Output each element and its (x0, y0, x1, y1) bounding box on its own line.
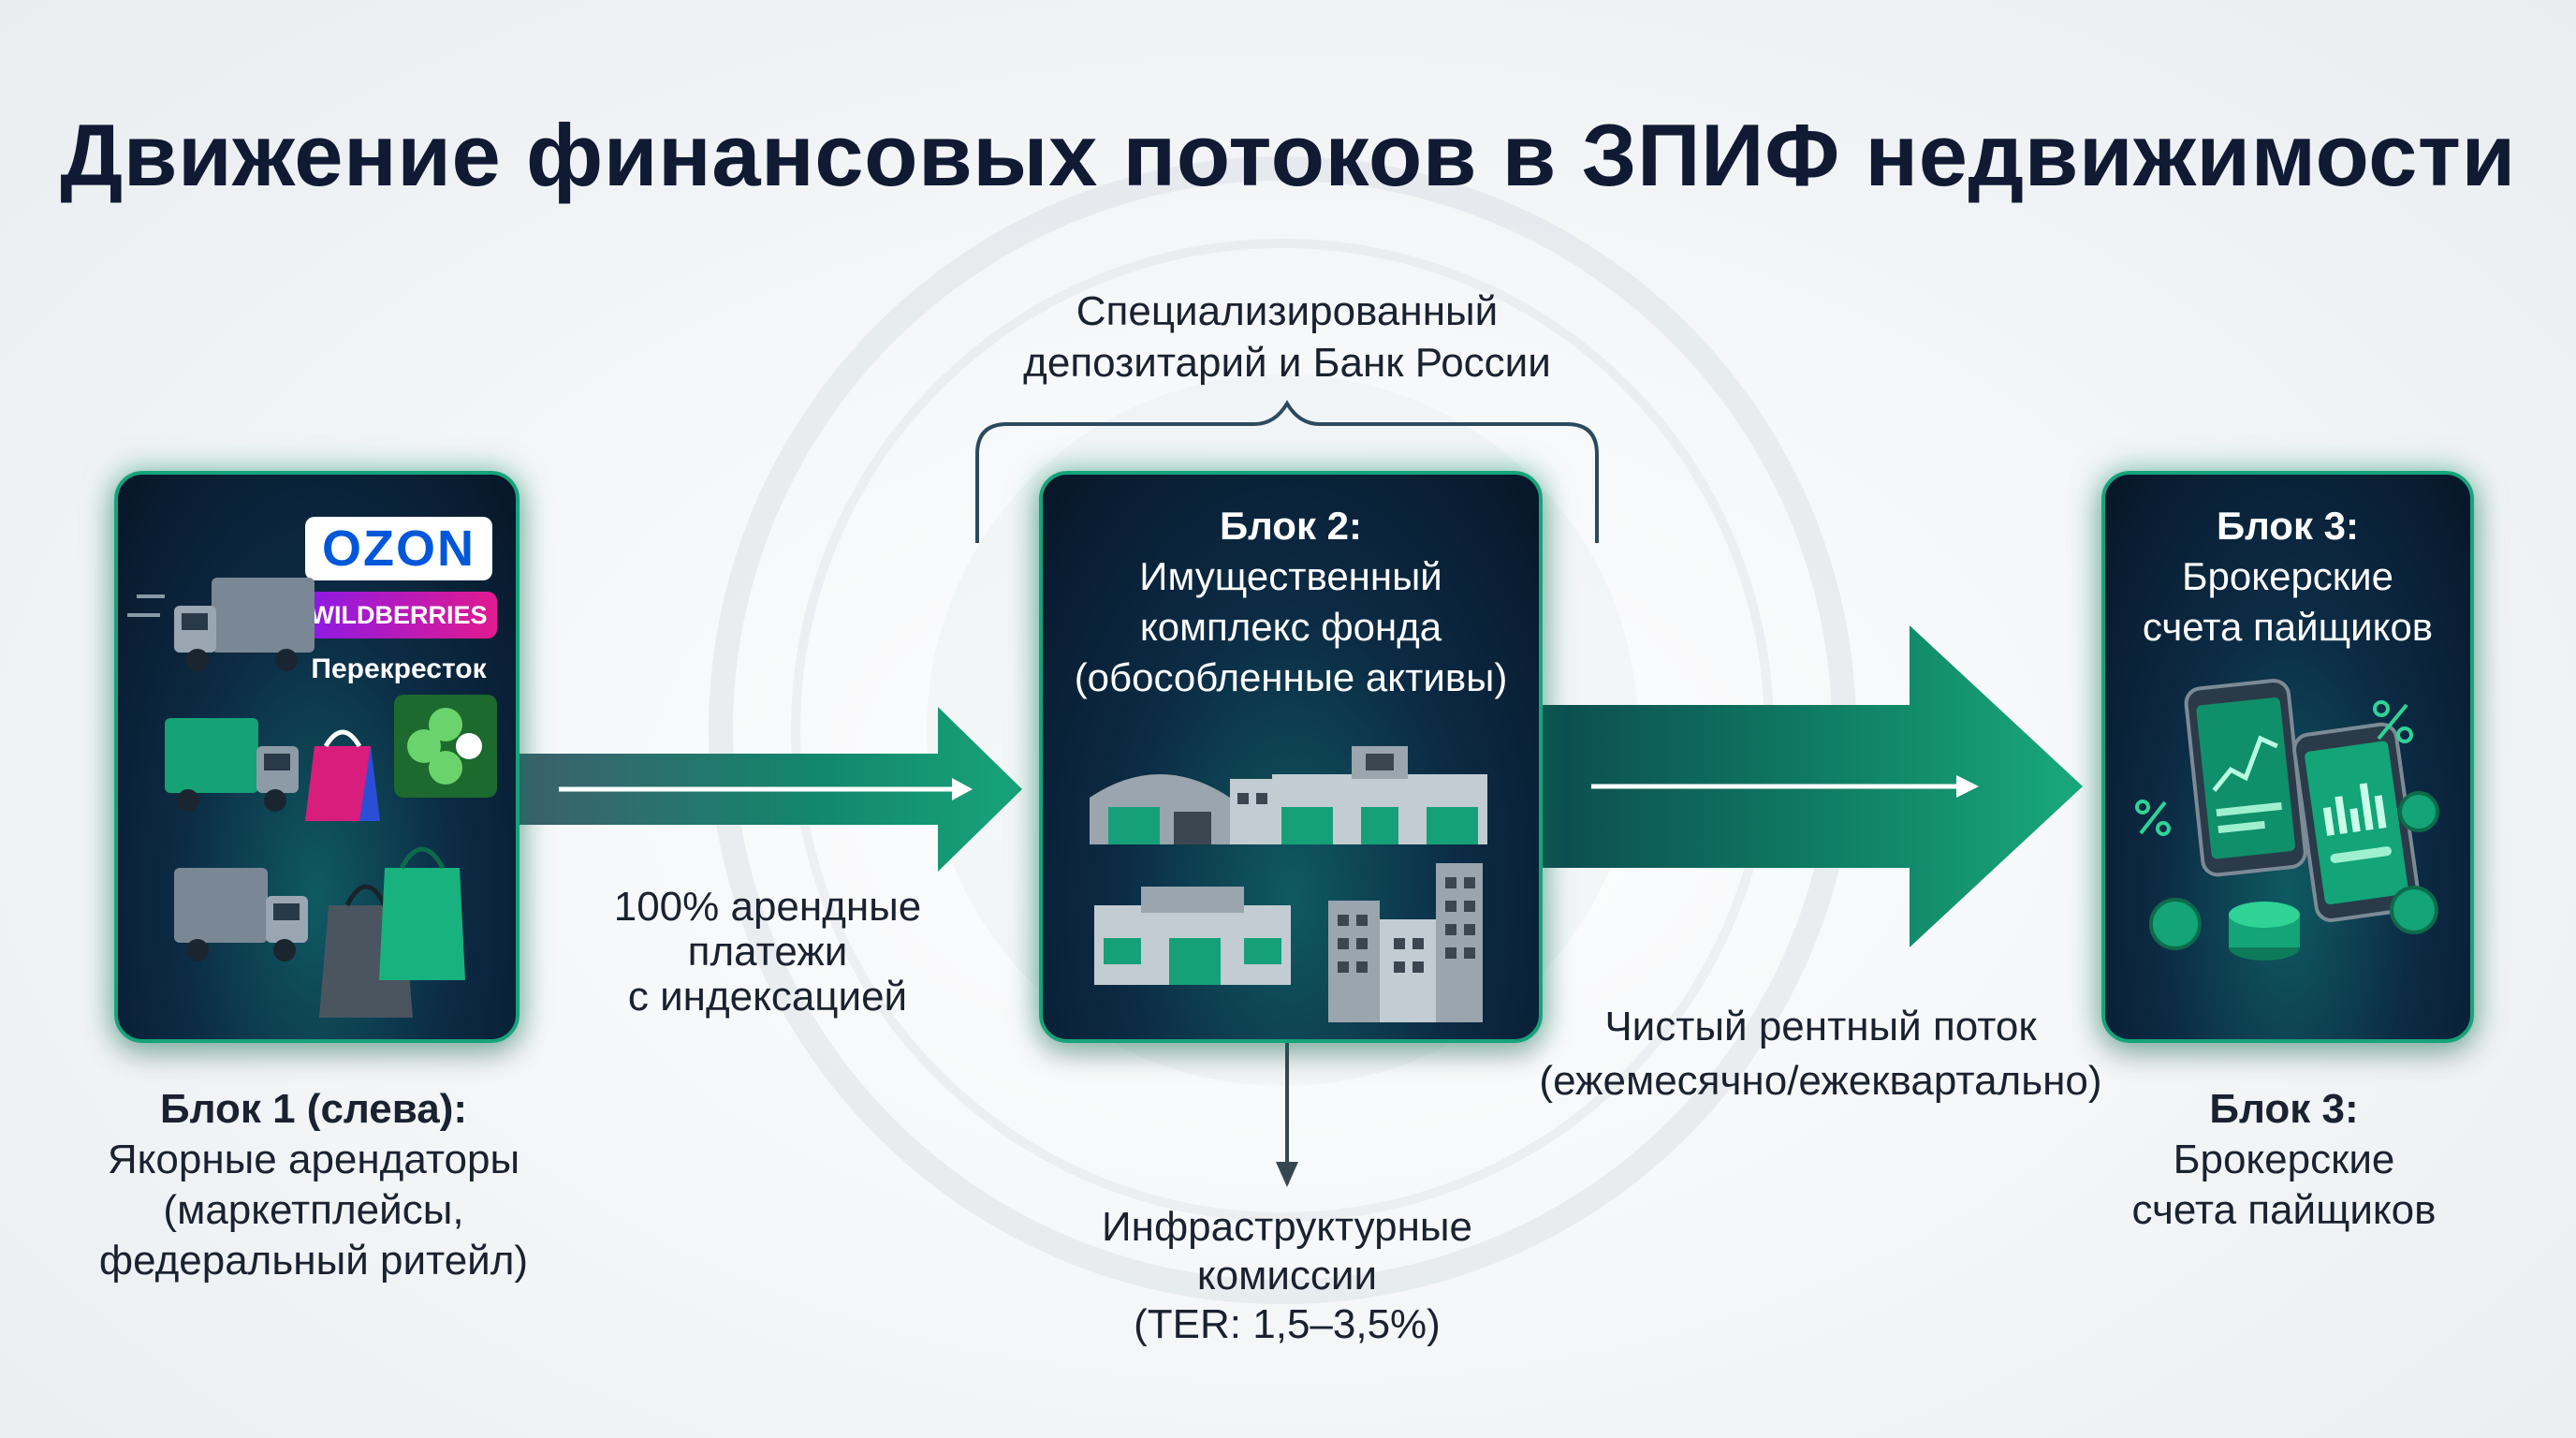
block3-label: Блок 3: Брокерские счета пайщиков (2069, 1084, 2499, 1236)
block3-label-heading: Блок 3: (2209, 1086, 2359, 1132)
coin-icon (2149, 791, 2439, 961)
depositary-line2: депозитарий и Банк России (1023, 340, 1551, 386)
block1-label-line2: (маркетплейсы, (163, 1187, 464, 1233)
block2-text: Блок 2: Имущественный комплекс фонда (об… (1043, 501, 1539, 703)
net-rent-label: Чистый рентный поток (ежемесячно/ежеквар… (1512, 1000, 2130, 1108)
block3-line1: Брокерские (2181, 554, 2394, 598)
block1-label-line1: Якорные арендаторы (107, 1137, 520, 1182)
clover-logo-icon (394, 695, 497, 798)
block3-heading: Блок 3: (2216, 504, 2359, 548)
truck-icon (127, 578, 315, 671)
depositary-line1: Специализированный (1076, 288, 1499, 334)
rent-payments-line3: с индексацией (627, 974, 908, 1020)
investor-icons (2135, 679, 2439, 961)
block2-line2: комплекс фонда (1139, 605, 1442, 649)
net-rent-flow-arrow (1535, 625, 2083, 947)
block3-label-line1: Брокерские (2173, 1137, 2395, 1182)
fees-line1: Инфраструктурные (1102, 1204, 1472, 1250)
block2-line3: (обособленные активы) (1074, 655, 1508, 699)
smartphone-chart-icon (2292, 722, 2421, 922)
block1-card: OZON WILDBERRIES Перекресток (114, 471, 520, 1043)
block3-label-line2: счета пайщиков (2131, 1187, 2437, 1233)
store-icon (1272, 746, 1487, 844)
fees-line2: комиссии (1196, 1253, 1378, 1299)
tenant-icons (127, 578, 497, 1018)
wildberries-logo: WILDBERRIES (300, 592, 497, 638)
block3-line2: счета пайщиков (2142, 605, 2434, 649)
fees-arrow (1276, 1035, 1298, 1187)
block2-card: Блок 2: Имущественный комплекс фонда (об… (1039, 471, 1543, 1043)
page-title: Движение финансовых потоков в ЗПИФ недви… (60, 106, 2516, 204)
property-icons (1090, 746, 1487, 1022)
block1-label-heading: Блок 1 (слева): (159, 1086, 468, 1132)
office-building-icon (1328, 863, 1483, 1022)
fees-line3: (TER: 1,5–3,5%) (1134, 1301, 1441, 1347)
percent-icon (2135, 800, 2171, 836)
net-rent-line1: Чистый рентный поток (1604, 1004, 2037, 1049)
ozon-logo: OZON (305, 517, 492, 580)
rent-payments-line1: 100% арендные (613, 884, 922, 930)
smartphone-chart-icon (2184, 679, 2307, 877)
block2-heading: Блок 2: (1219, 504, 1362, 548)
block3-text: Блок 3: Брокерские счета пайщиков (2105, 501, 2470, 653)
perekrestok-logo: Перекресток (311, 653, 487, 684)
truck-icon (165, 718, 299, 812)
rent-flow-arrow (512, 707, 1022, 872)
fees-label: Инфраструктурные комиссии (TER: 1,5–3,5%… (1039, 1203, 1535, 1349)
rent-payments-line2: платежи (687, 929, 848, 975)
depositary-bracket (975, 400, 1599, 543)
block2-line1: Имущественный (1139, 554, 1442, 598)
warehouse-icon (1090, 774, 1277, 844)
shopping-bag-icon (305, 729, 380, 821)
percent-icon (2373, 700, 2413, 743)
truck-icon (174, 868, 308, 961)
block1-label-line3: федеральный ритейл) (98, 1238, 529, 1284)
shopping-bag-icon (379, 846, 465, 980)
rent-payments-label: 100% арендные платежи с индексацией (562, 885, 973, 1020)
store-icon (1094, 887, 1291, 985)
net-rent-line2: (ежемесячно/ежеквартально) (1539, 1058, 2102, 1104)
depositary-label: Специализированный депозитарий и Банк Ро… (945, 286, 1629, 389)
block1-label: Блок 1 (слева): Якорные арендаторы (марк… (66, 1084, 562, 1286)
block3-card: Блок 3: Брокерские счета пайщиков (2101, 471, 2474, 1043)
